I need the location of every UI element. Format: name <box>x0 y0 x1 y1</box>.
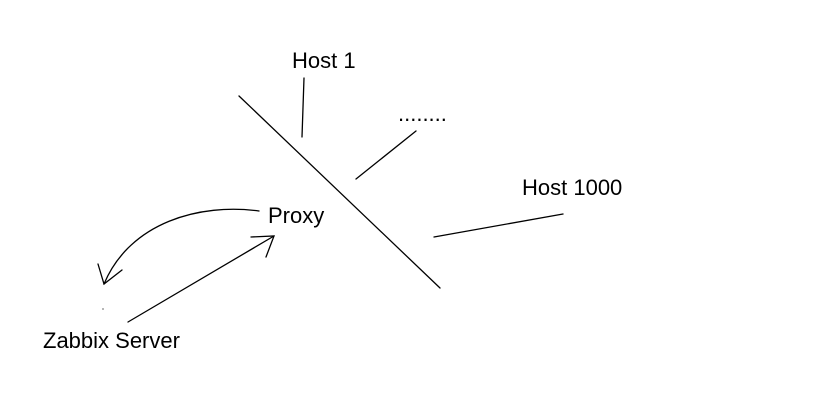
host-1000-label: Host 1000 <box>522 175 623 200</box>
host1000-connector <box>433 213 564 238</box>
server-to-proxy-arrow <box>127 235 275 323</box>
ellipsis-label: ........ <box>398 101 447 126</box>
stray-dot <box>102 308 104 310</box>
host1-connector <box>301 77 305 138</box>
ellipsis-connector <box>355 130 417 180</box>
host-1-label: Host 1 <box>292 48 356 73</box>
proxy-to-server-curve <box>103 208 260 285</box>
zabbix-server-label: Zabbix Server <box>43 328 180 353</box>
network-line <box>238 95 441 289</box>
server-to-proxy-arrowhead <box>250 235 275 258</box>
proxy-to-server-arrowhead <box>97 263 123 286</box>
proxy-label: Proxy <box>268 203 325 228</box>
